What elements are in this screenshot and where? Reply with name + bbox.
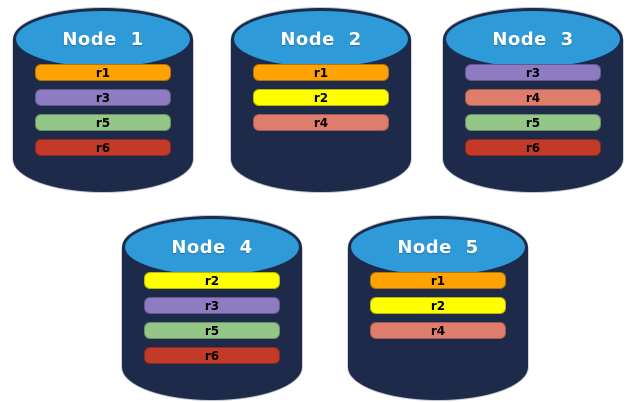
replica-bar: r5 bbox=[35, 114, 171, 131]
replica-bar: r2 bbox=[370, 297, 506, 314]
db-node-cylinder: Node 3 r3 r4 r5 r6 bbox=[443, 8, 623, 192]
cylinder-top-ellipse: Node 5 bbox=[348, 216, 528, 278]
replica-bar: r3 bbox=[144, 297, 280, 314]
replica-bar: r5 bbox=[465, 114, 601, 131]
db-node-cylinder: Node 5 r1 r2 r4 bbox=[348, 216, 528, 400]
node-label: Node 3 bbox=[492, 28, 574, 50]
replica-bar: r4 bbox=[370, 322, 506, 339]
replica-bar: r4 bbox=[253, 114, 389, 131]
replica-bar-list: r1 r3 r5 r6 bbox=[35, 64, 171, 156]
cylinder-top-ellipse: Node 3 bbox=[443, 8, 623, 70]
node-label: Node 5 bbox=[397, 236, 479, 258]
db-node-cylinder: Node 1 r1 r3 r5 r6 bbox=[13, 8, 193, 192]
replica-bar: r2 bbox=[253, 89, 389, 106]
replica-bar: r3 bbox=[465, 64, 601, 81]
cylinder-top-ellipse: Node 4 bbox=[122, 216, 302, 278]
replica-bar: r2 bbox=[144, 272, 280, 289]
replica-bar: r6 bbox=[35, 139, 171, 156]
replica-bar: r1 bbox=[35, 64, 171, 81]
node-label: Node 2 bbox=[280, 28, 362, 50]
replica-bar: r4 bbox=[465, 89, 601, 106]
node-label: Node 4 bbox=[171, 236, 253, 258]
db-node-cylinder: Node 2 r1 r2 r4 bbox=[231, 8, 411, 192]
node-label: Node 1 bbox=[62, 28, 144, 50]
replica-bar-list: r2 r3 r5 r6 bbox=[144, 272, 280, 364]
replica-bar: r6 bbox=[465, 139, 601, 156]
replica-bar: r3 bbox=[35, 89, 171, 106]
cylinder-top-ellipse: Node 2 bbox=[231, 8, 411, 70]
replica-bar: r6 bbox=[144, 347, 280, 364]
db-node-cylinder: Node 4 r2 r3 r5 r6 bbox=[122, 216, 302, 400]
replica-bar-list: r1 r2 r4 bbox=[253, 64, 389, 131]
cylinder-top-ellipse: Node 1 bbox=[13, 8, 193, 70]
replica-bar: r1 bbox=[370, 272, 506, 289]
replica-bar: r5 bbox=[144, 322, 280, 339]
replica-bar-list: r3 r4 r5 r6 bbox=[465, 64, 601, 156]
replica-bar-list: r1 r2 r4 bbox=[370, 272, 506, 339]
replica-bar: r1 bbox=[253, 64, 389, 81]
